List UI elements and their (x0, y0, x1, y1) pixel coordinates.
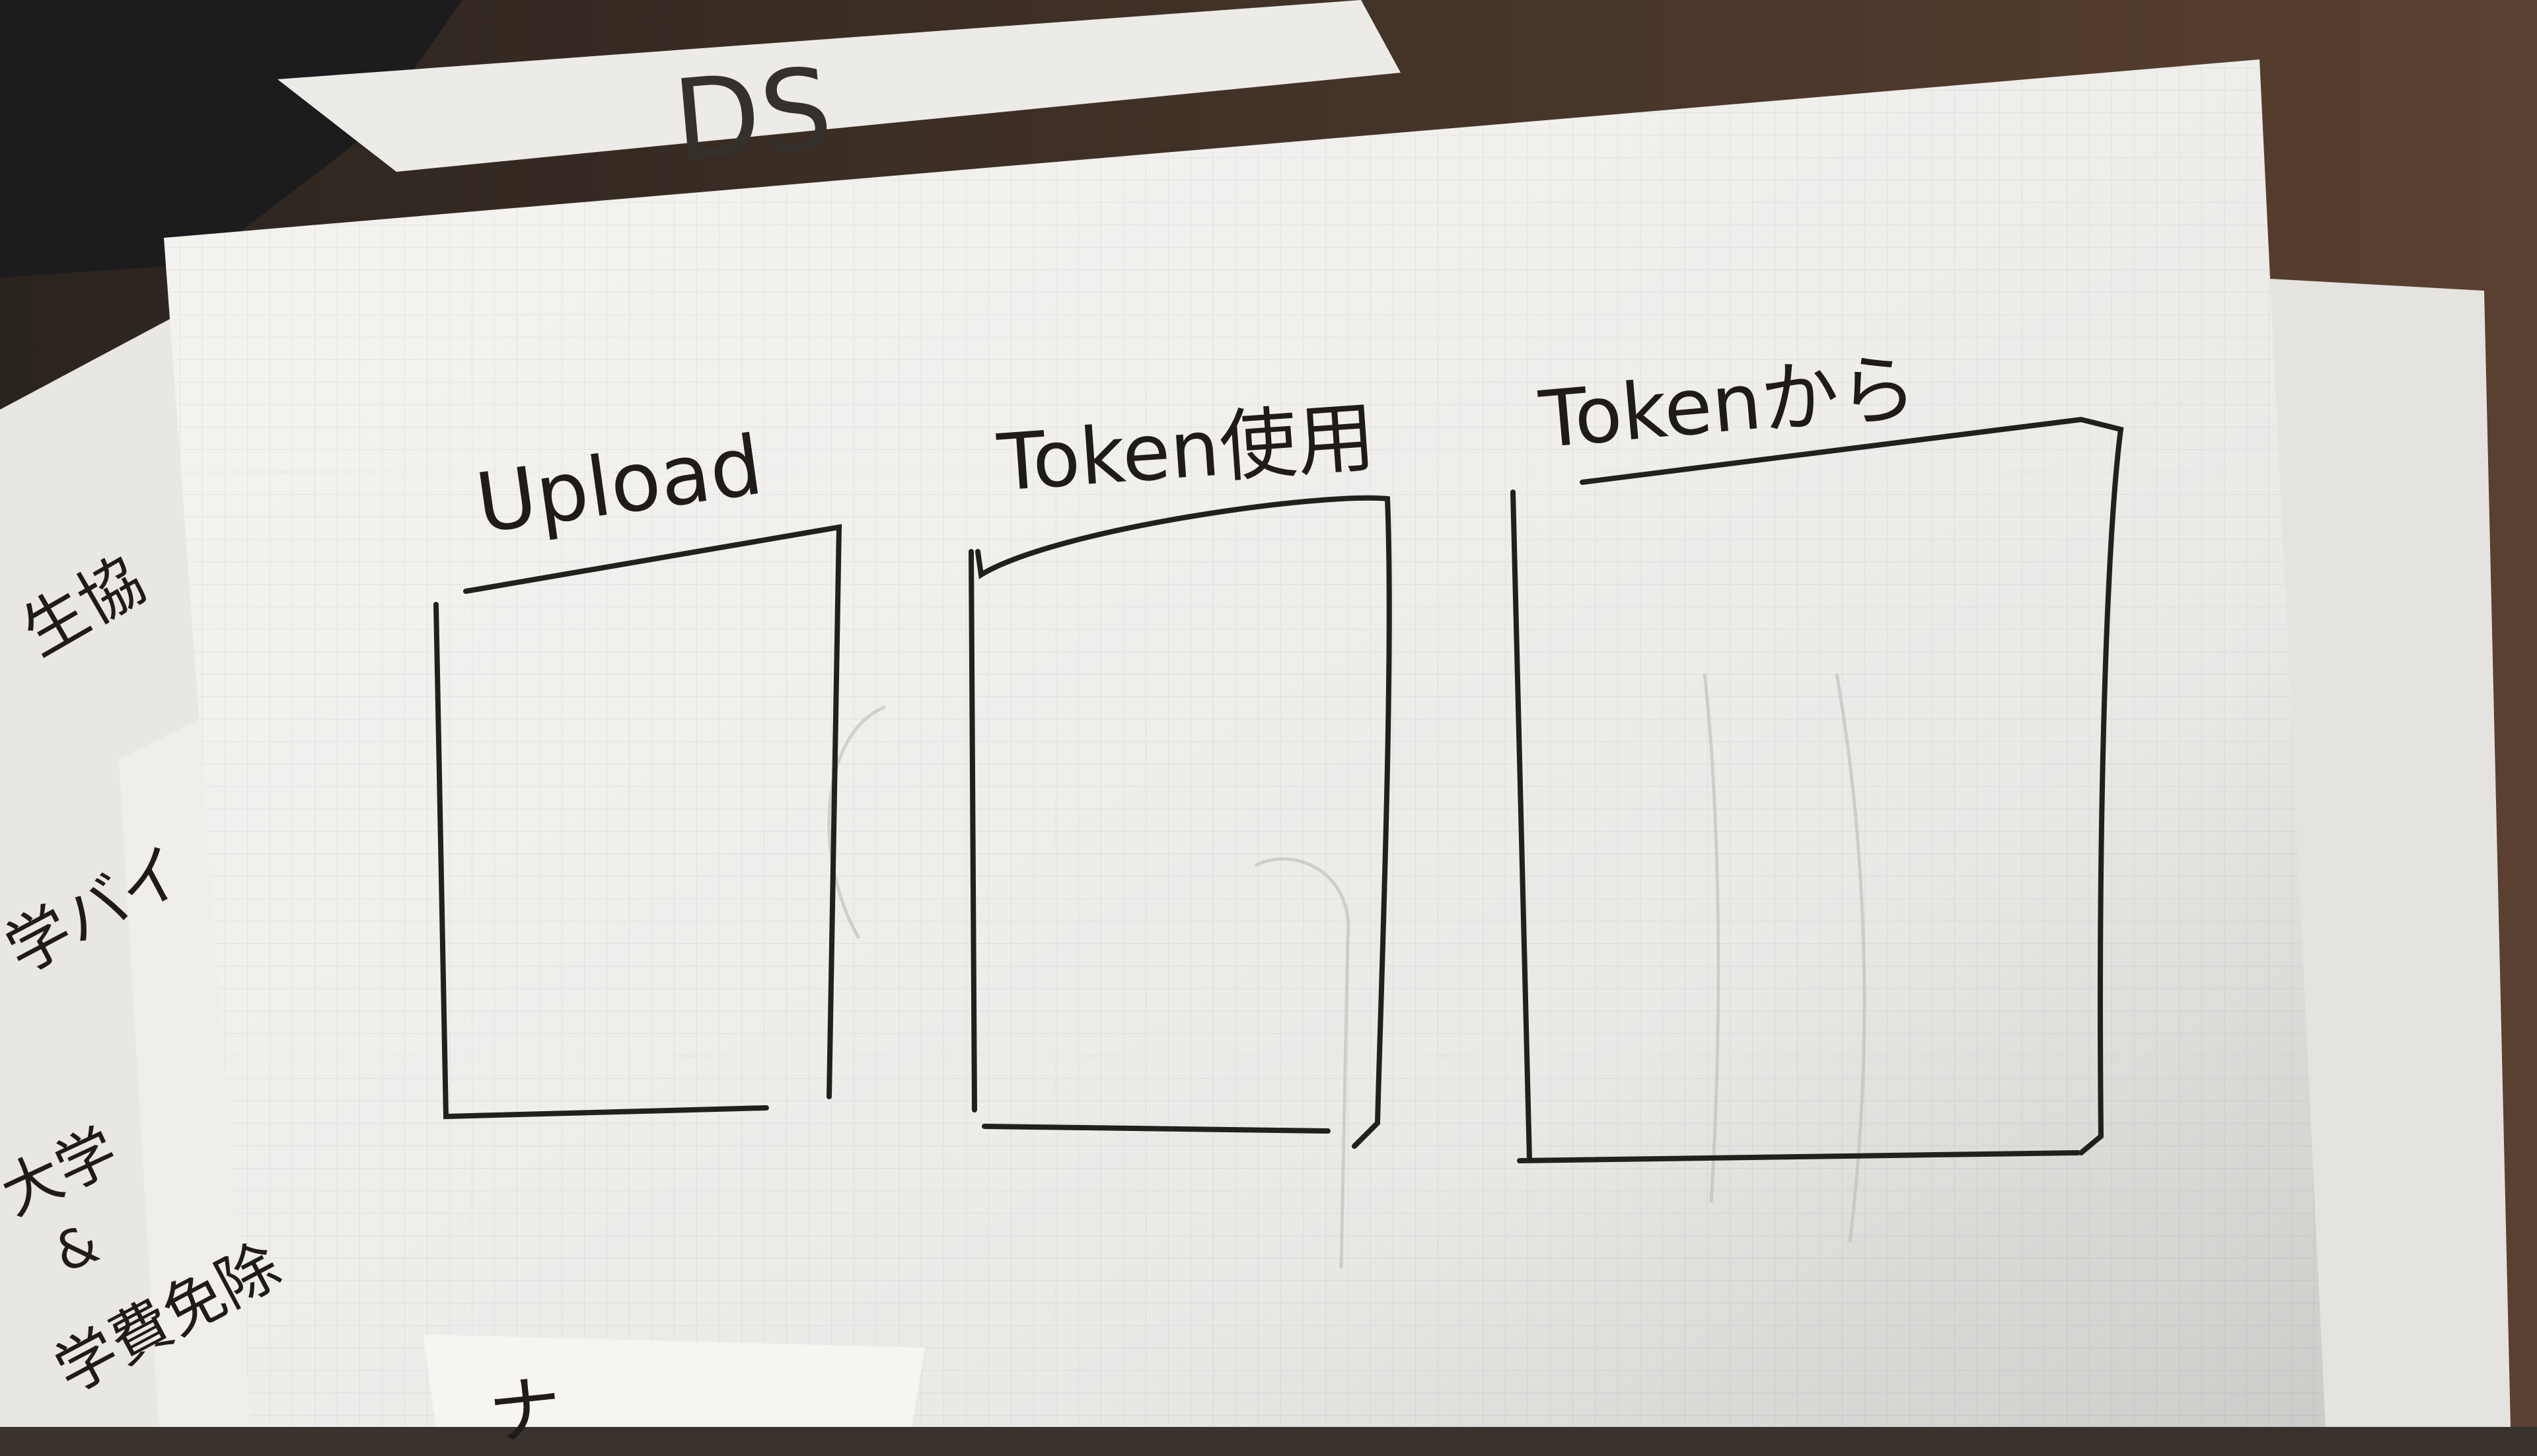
bottom-sheet (423, 1334, 925, 1427)
frame-token-use (969, 495, 1392, 1149)
back-sheet-top (277, 0, 1401, 172)
show-through-marks (827, 673, 1866, 1269)
background-bottom-fragment: ナ (484, 1364, 566, 1456)
dark-object-top-left (0, 0, 462, 277)
frame-token-from (1510, 416, 2124, 1163)
frame-upload (433, 524, 842, 1120)
background-top-fragment: DS (668, 43, 838, 188)
